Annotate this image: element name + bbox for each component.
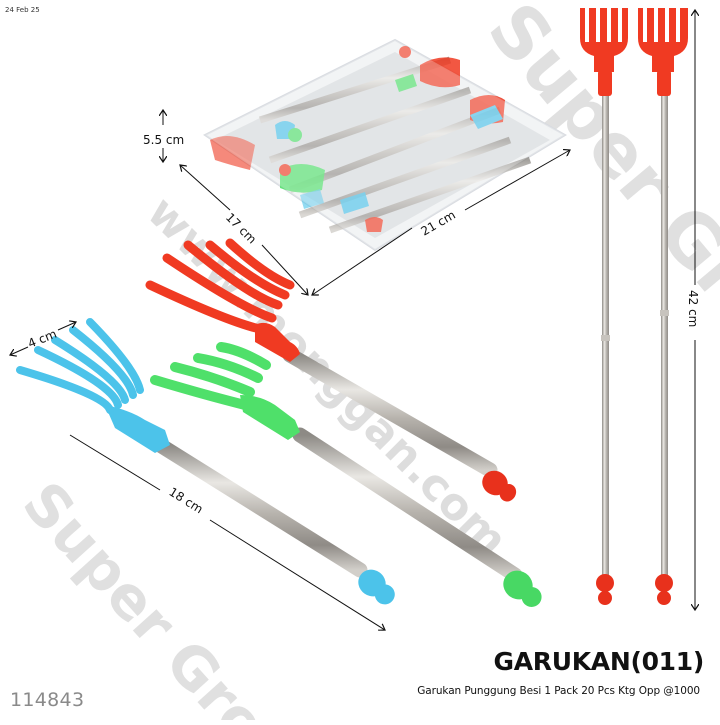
dimension-extended-length: 42 cm	[686, 10, 700, 610]
svg-text:4 cm: 4 cm	[26, 327, 59, 351]
date-stamp: 24 Feb 25	[5, 6, 40, 14]
svg-text:5.5 cm: 5.5 cm	[143, 133, 184, 147]
back-scratcher-extended-1	[580, 8, 628, 605]
dimension-bag-height: 5.5 cm	[143, 110, 184, 162]
product-description: Garukan Punggung Besi 1 Pack 20 Pcs Ktg …	[417, 685, 700, 697]
back-scratcher-blue	[16, 318, 395, 605]
back-scratcher-extended-2	[638, 8, 688, 605]
svg-text:Super Grosir: Super Grosir	[10, 469, 336, 720]
back-scratcher-red	[145, 238, 517, 502]
product-id: 114843	[10, 689, 85, 711]
back-scratcher-green	[150, 342, 542, 607]
svg-text:42 cm: 42 cm	[686, 290, 700, 327]
product-title: GARUKAN(011)	[493, 647, 705, 676]
svg-text:18 cm: 18 cm	[166, 485, 205, 517]
packaged-bag	[203, 38, 567, 252]
watermark-super-grosir-bottom: Super Grosir	[10, 469, 336, 725]
